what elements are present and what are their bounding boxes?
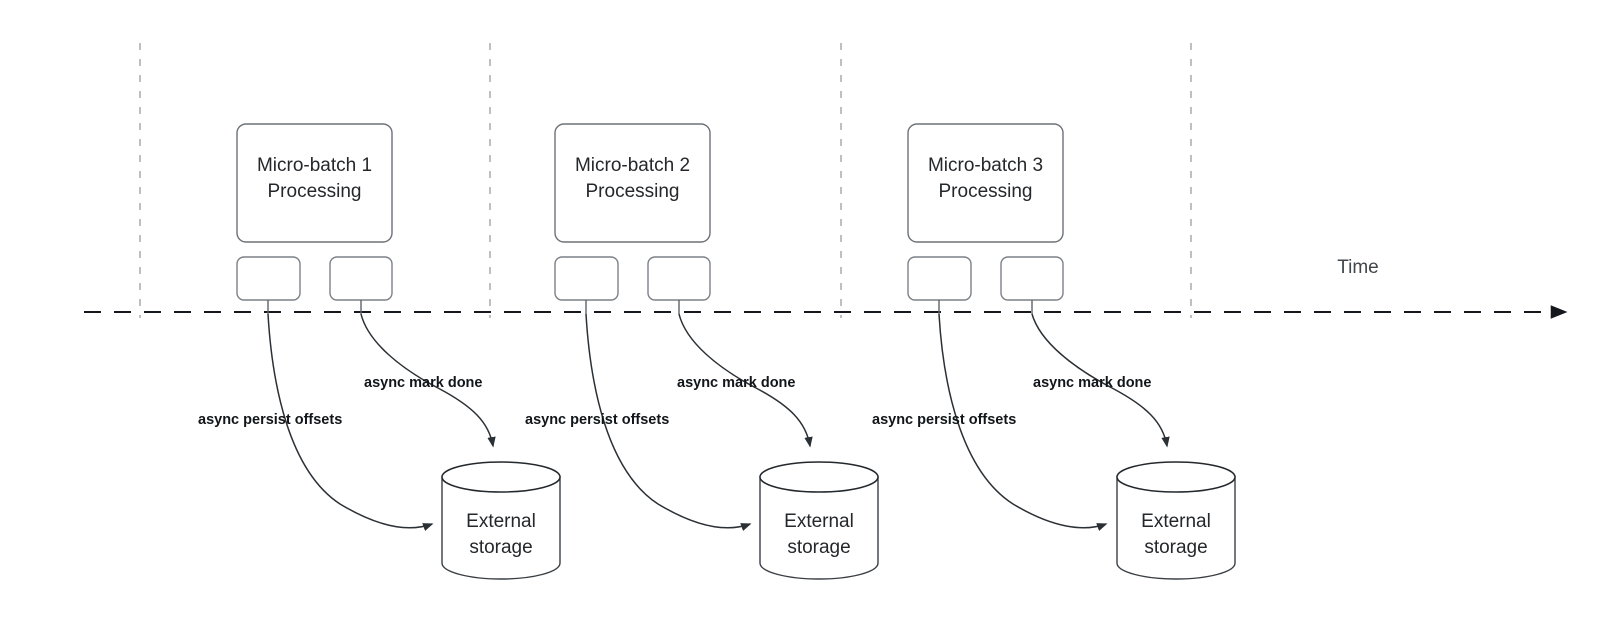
micro-batch-3-persist-offsets-label: async persist offsets <box>872 412 1016 428</box>
micro-batch-3-mark-done-label: async mark done <box>1033 375 1151 391</box>
micro-batch-2-task-b-box[interactable] <box>647 256 711 301</box>
micro-batch-3-task-b-box[interactable] <box>1000 256 1064 301</box>
group-3: Micro-batch 3 Processing async persist o… <box>872 123 1236 580</box>
micro-batch-2-storage-label-line1: External <box>784 511 854 532</box>
micro-batch-2-mark-done-arrow <box>678 313 813 448</box>
micro-batch-2-label-line2: Processing <box>586 181 680 202</box>
micro-batch-1-persist-offsets-label: async persist offsets <box>198 412 342 428</box>
micro-batch-3-storage-label-line2: storage <box>1144 537 1207 558</box>
micro-batch-2-persist-offsets-arrow <box>585 313 752 531</box>
micro-batch-3-label-line2: Processing <box>939 181 1033 202</box>
micro-batch-1-mark-done-arrow <box>360 313 496 448</box>
micro-batch-1-persist-offsets-arrow <box>267 313 434 531</box>
micro-batch-1-task-b-box[interactable] <box>329 256 393 301</box>
micro-batch-2-label-line1: Micro-batch 2 <box>575 155 690 176</box>
micro-batch-2-storage-label-line2: storage <box>787 537 850 558</box>
micro-batch-1-storage-label-line2: storage <box>469 537 532 558</box>
micro-batch-2-persist-offsets-label: async persist offsets <box>525 412 669 428</box>
micro-batch-3-process-box[interactable] <box>907 123 1064 243</box>
micro-batch-3-storage-label-line1: External <box>1141 511 1211 532</box>
micro-batch-3-task-a-box[interactable] <box>907 256 972 301</box>
micro-batch-1-label-line1: Micro-batch 1 <box>257 155 372 176</box>
micro-batch-3-label-line1: Micro-batch 3 <box>928 155 1043 176</box>
micro-batch-3-persist-offsets-arrow <box>938 313 1108 531</box>
micro-batch-2-external-storage-cylinder[interactable] <box>759 461 879 580</box>
micro-batch-3-mark-done-arrow <box>1031 313 1170 448</box>
micro-batch-1-label-line2: Processing <box>268 181 362 202</box>
micro-batch-2-task-a-box[interactable] <box>554 256 619 301</box>
timeline-tick-lines <box>139 43 1192 318</box>
micro-batch-1-storage-label-line1: External <box>466 511 536 532</box>
group-2: Micro-batch 2 Processing async persist o… <box>525 123 879 580</box>
group-1: Micro-batch 1 Processing async persist o… <box>198 123 561 580</box>
micro-batch-2-mark-done-label: async mark done <box>677 375 795 391</box>
micro-batch-1-mark-done-label: async mark done <box>364 375 482 391</box>
micro-batch-3-external-storage-cylinder[interactable] <box>1116 461 1236 580</box>
micro-batch-1-task-a-box[interactable] <box>236 256 301 301</box>
time-axis-label: Time <box>1337 257 1379 278</box>
micro-batch-2-process-box[interactable] <box>554 123 711 243</box>
micro-batch-1-process-box[interactable] <box>236 123 393 243</box>
micro-batch-1-external-storage-cylinder[interactable] <box>441 461 561 580</box>
